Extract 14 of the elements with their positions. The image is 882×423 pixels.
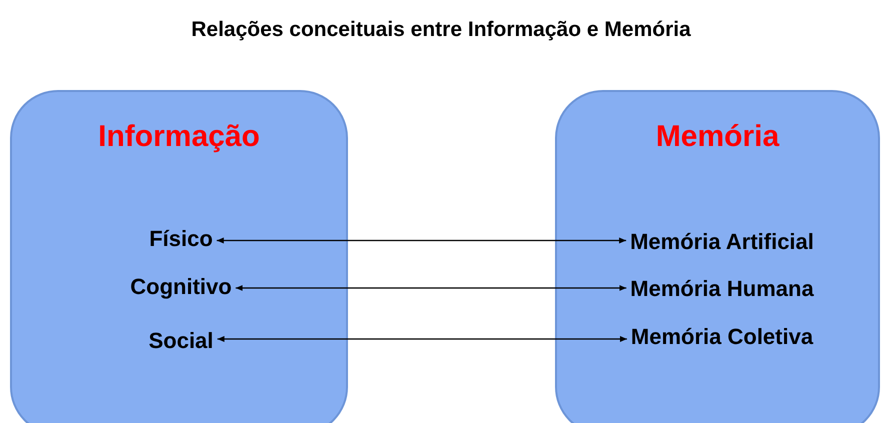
item-label: Memória Artificial <box>626 223 818 261</box>
double-arrow <box>217 336 627 342</box>
double-arrow <box>236 285 626 291</box>
item-label: Físico <box>145 220 217 258</box>
item-label: Social <box>144 322 218 360</box>
title: Relações conceituais entre Informação e Memória <box>190 17 692 43</box>
box-heading: Informação <box>97 122 261 152</box>
rounded-box <box>10 90 348 423</box>
item-label: Memória Humana <box>626 270 818 308</box>
rounded-box <box>555 90 880 423</box>
item-label: Memória Coletiva <box>626 318 818 356</box>
box-heading: Memória <box>654 122 780 152</box>
double-arrow <box>216 238 626 244</box>
item-label: Cognitivo <box>126 268 236 306</box>
